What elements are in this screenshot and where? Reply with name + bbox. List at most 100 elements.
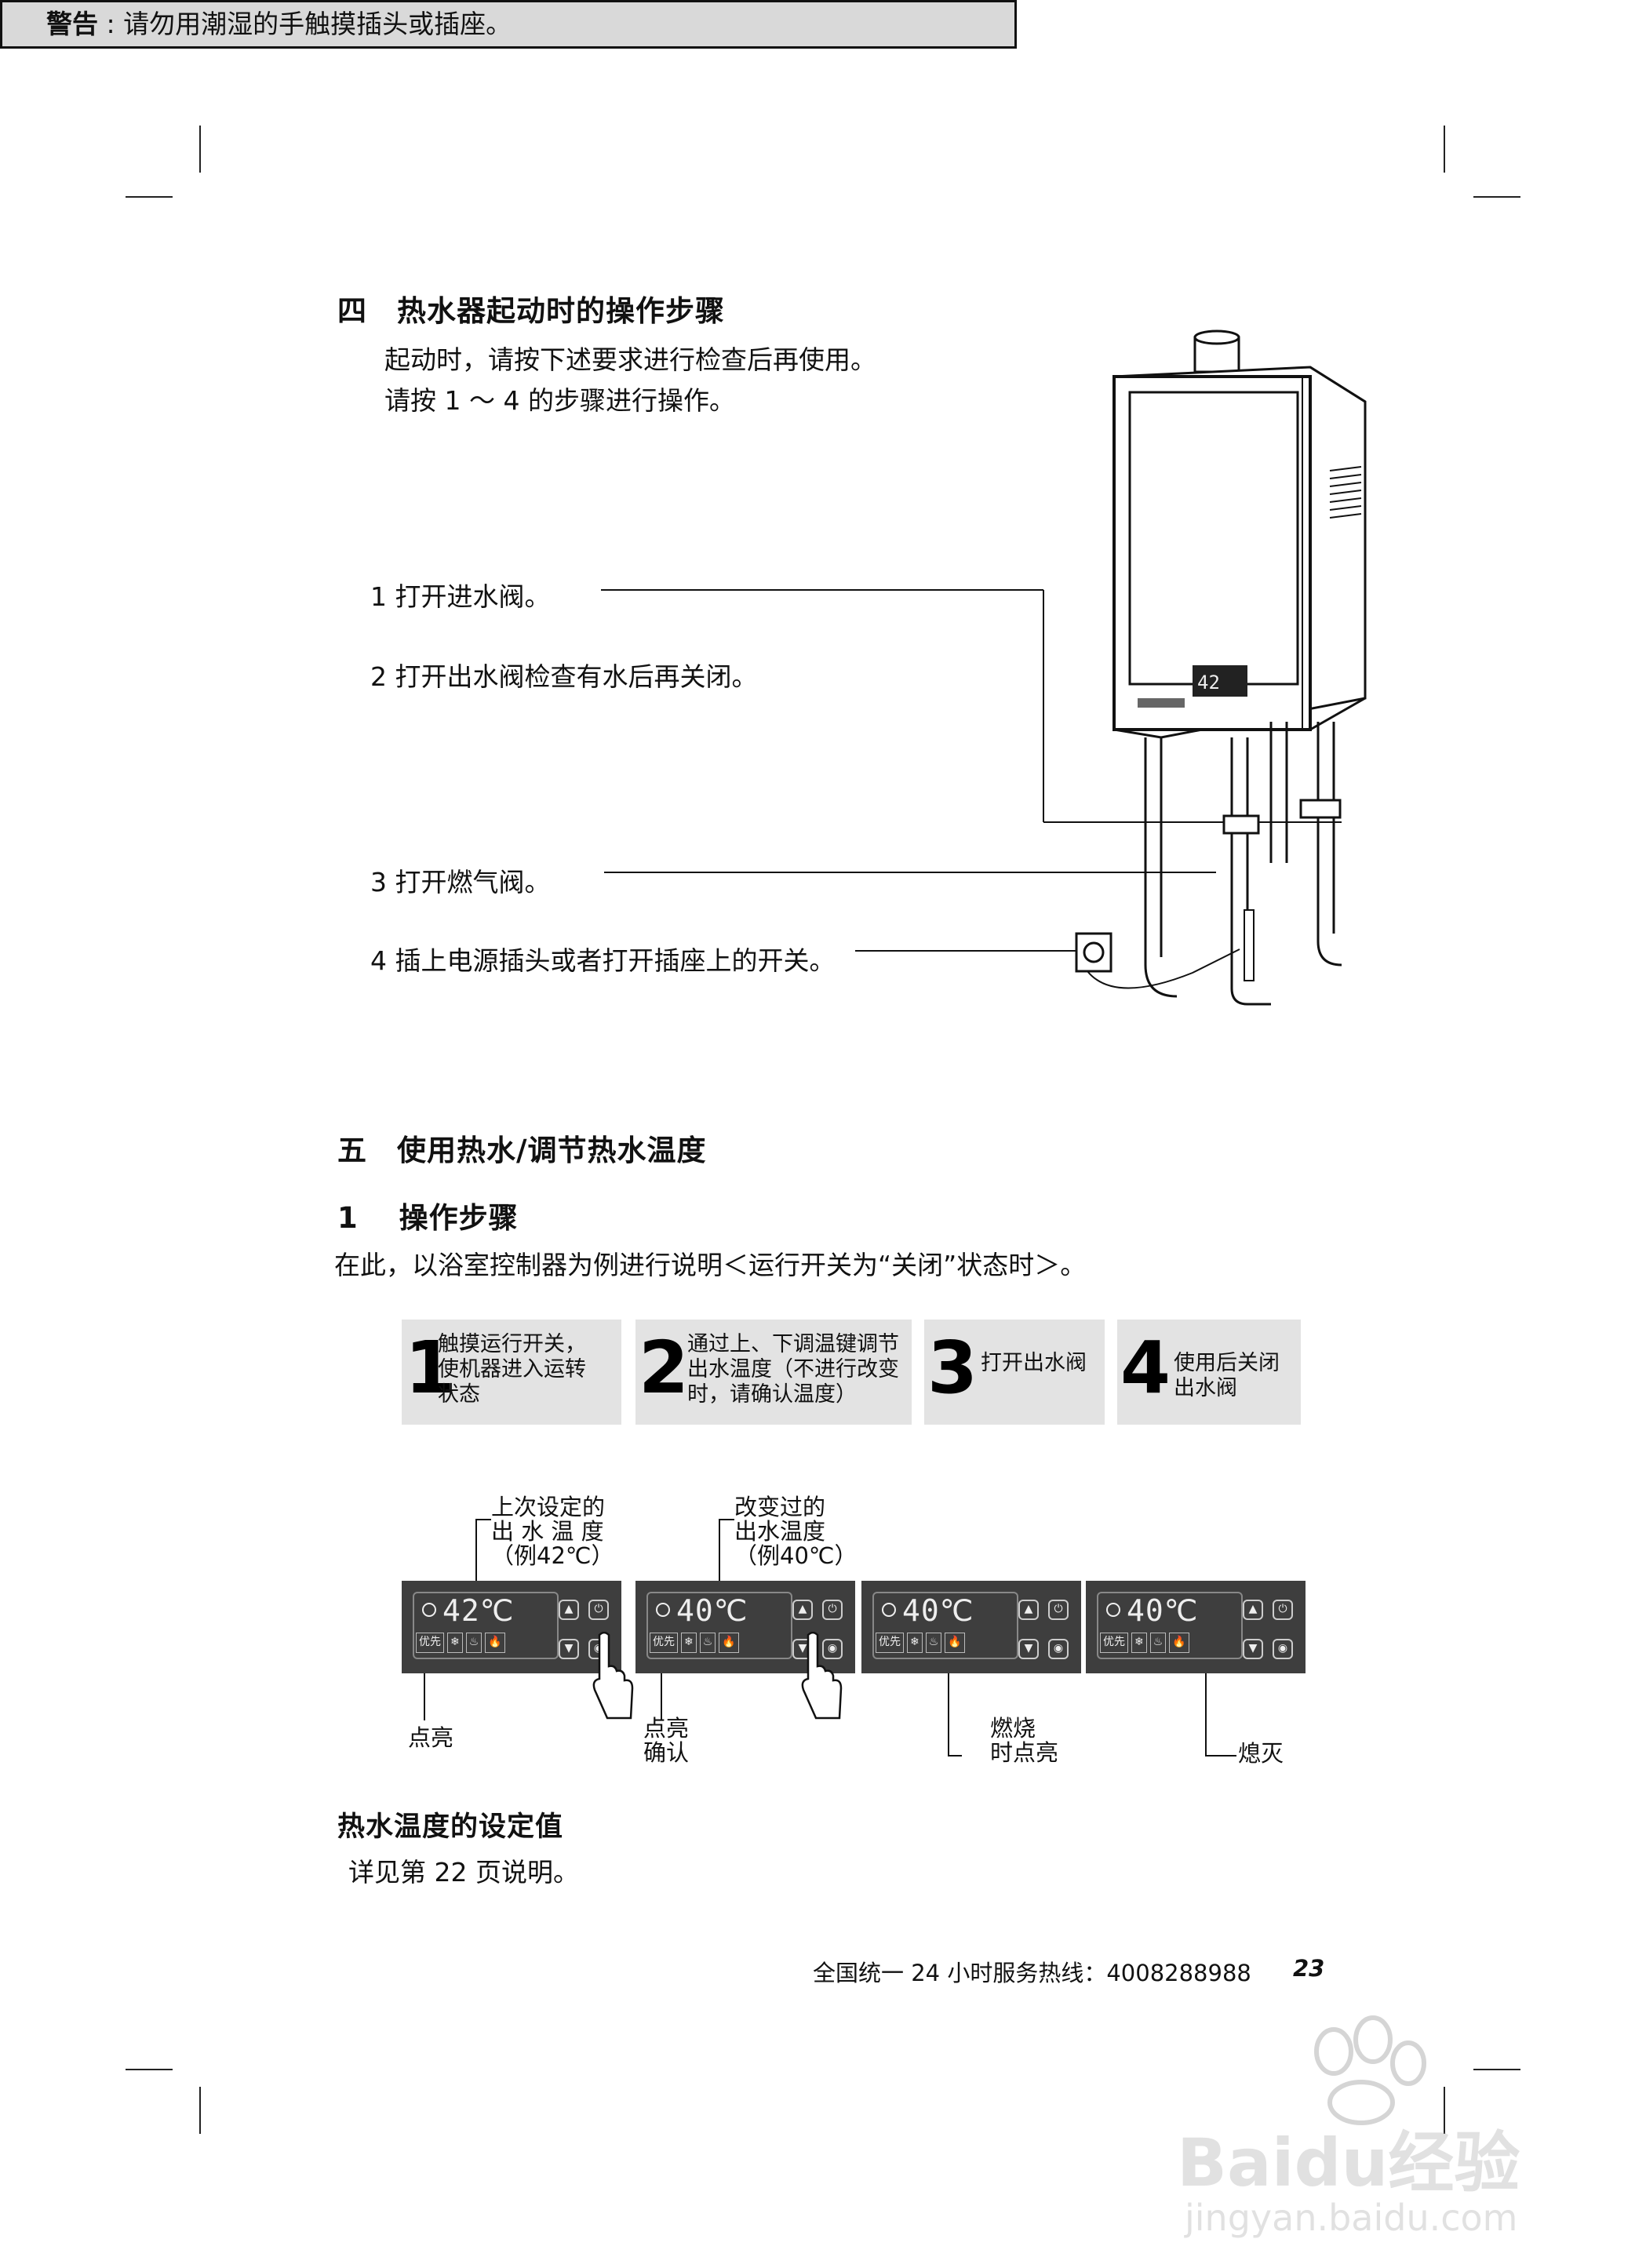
- section4-intro-2: 请按 1 ～ 4 的步骤进行操作。: [384, 385, 735, 416]
- priority-indicator: 优先: [416, 1633, 444, 1653]
- control-panel-1: 42℃ 优先 ❄ ♨ 🔥 ▲ ⏻ ▼ ◉: [402, 1581, 621, 1673]
- priority-button[interactable]: ◉: [822, 1639, 843, 1659]
- svg-text:42: 42: [1197, 672, 1220, 694]
- setting-title: 热水温度的设定值: [337, 1811, 564, 1843]
- page-number: 23: [1293, 1955, 1325, 1982]
- up-button[interactable]: ▲: [1243, 1600, 1263, 1620]
- panel-temperature: 40℃: [676, 1593, 748, 1628]
- heat-icon: ♨: [699, 1633, 716, 1653]
- step-number: 4: [1120, 1326, 1171, 1410]
- paw-logo-icon: [1314, 2015, 1426, 2125]
- leader-line: [948, 1673, 949, 1757]
- snowflake-icon: ❄: [681, 1633, 697, 1653]
- up-button[interactable]: ▲: [559, 1600, 579, 1620]
- flame-icon: 🔥: [945, 1633, 965, 1653]
- crop-mark: [126, 2069, 173, 2070]
- annotation-lit-confirm: 点亮 确认: [643, 1715, 690, 1766]
- down-button[interactable]: ▼: [559, 1639, 579, 1659]
- priority-indicator: 优先: [650, 1633, 678, 1653]
- snowflake-icon: ❄: [1131, 1633, 1147, 1653]
- section5-subtitle: 1 操作步骤: [337, 1201, 519, 1235]
- operation-step-card-1: 1 触摸运行开关， 使机器进入运转 状态: [402, 1320, 621, 1425]
- operation-icon: [656, 1603, 670, 1617]
- leader-line: [424, 1673, 425, 1720]
- step-text: 触摸运行开关， 使机器进入运转 状态: [438, 1332, 586, 1407]
- panel-indicator-row: 优先 ❄ ♨ 🔥: [1100, 1633, 1189, 1653]
- warning-text: : 请勿用潮湿的手触摸插头或插座。: [98, 9, 512, 39]
- heat-icon: ♨: [465, 1633, 483, 1653]
- crop-mark: [199, 2087, 201, 2134]
- panel-temperature: 42℃: [442, 1593, 515, 1628]
- leader-line: [1205, 1755, 1236, 1757]
- power-button[interactable]: ⏻: [1273, 1600, 1293, 1620]
- service-hotline: 全国统一 24 小时服务热线：4008288988: [813, 1960, 1251, 1986]
- panel-screen: [646, 1592, 792, 1659]
- panel-indicator-row: 优先 ❄ ♨ 🔥: [876, 1633, 965, 1653]
- hand-pointer-icon: [592, 1632, 634, 1720]
- section5-intro: 在此，以浴室控制器为例进行说明＜运行开关为“关闭”状态时＞。: [334, 1250, 1087, 1280]
- warning-label: 警告: [46, 9, 98, 39]
- snowflake-icon: ❄: [447, 1633, 463, 1653]
- section4-intro-1: 起动时，请按下述要求进行检查后再使用。: [384, 344, 876, 375]
- priority-button[interactable]: ◉: [1273, 1639, 1293, 1659]
- priority-indicator: 优先: [1100, 1633, 1128, 1653]
- operation-step-card-4: 4 使用后关闭 出水阀: [1117, 1320, 1301, 1425]
- leader-line: [948, 1755, 962, 1757]
- annotation-last-temp: 上次设定的 出 水 温 度 （例42℃）: [491, 1494, 614, 1569]
- startup-step-4: 4 插上电源插头或者打开插座上的开关。: [370, 945, 836, 976]
- control-panel-4: 40℃ 优先 ❄ ♨ 🔥 ▲ ⏻ ▼ ◉: [1086, 1581, 1306, 1673]
- leader-line: [477, 1519, 491, 1520]
- power-button[interactable]: ⏻: [822, 1600, 843, 1620]
- power-button[interactable]: ⏻: [588, 1600, 609, 1620]
- crop-mark: [1473, 2069, 1520, 2070]
- control-panel-2: 40℃ 优先 ❄ ♨ 🔥 ▲ ⏻ ▼ ◉: [635, 1581, 855, 1673]
- section5-title: 五 使用热水/调节热水温度: [337, 1134, 707, 1167]
- control-panel-3: 40℃ 优先 ❄ ♨ 🔥 ▲ ⏻ ▼ ◉: [861, 1581, 1081, 1673]
- warning-box: 警告 : 请勿用潮湿的手触摸插头或插座。: [0, 0, 1017, 49]
- panel-screen: [413, 1592, 559, 1659]
- annotation-off: 熄灭: [1238, 1740, 1284, 1767]
- panel-screen: [1097, 1592, 1243, 1659]
- panel-screen: [872, 1592, 1018, 1659]
- panel-temperature: 40℃: [1127, 1593, 1199, 1628]
- operation-step-card-2: 2 通过上、下调温键调节 出水温度（不进行改变 时，请确认温度）: [635, 1320, 912, 1425]
- operation-icon: [422, 1603, 436, 1617]
- hand-pointer-icon: [801, 1632, 843, 1720]
- power-button[interactable]: ⏻: [1048, 1600, 1069, 1620]
- section4-title: 四 热水器起动时的操作步骤: [337, 294, 725, 328]
- step-number: 3: [927, 1326, 978, 1410]
- operation-step-card-3: 3 打开出水阀: [924, 1320, 1105, 1425]
- step-number: 2: [639, 1326, 690, 1410]
- up-button[interactable]: ▲: [1018, 1600, 1039, 1620]
- down-button[interactable]: ▼: [1018, 1639, 1039, 1659]
- flame-icon: 🔥: [485, 1633, 505, 1653]
- setting-text: 详见第 22 页说明。: [348, 1857, 579, 1888]
- step-text: 打开出水阀: [981, 1351, 1087, 1375]
- leader-line: [1205, 1673, 1207, 1757]
- startup-step-2: 2 打开出水阀检查有水后再关闭。: [370, 661, 758, 692]
- annotation-burning: 燃烧 时点亮: [990, 1715, 1059, 1766]
- panel-indicator-row: 优先 ❄ ♨ 🔥: [650, 1633, 739, 1653]
- snowflake-icon: ❄: [907, 1633, 923, 1653]
- baidu-jingyan-watermark: Baidu经验 jingyan.baidu.com: [1169, 2008, 1546, 2259]
- panel-indicator-row: 优先 ❄ ♨ 🔥: [416, 1633, 505, 1653]
- priority-button[interactable]: ◉: [1048, 1639, 1069, 1659]
- step-number: 1: [405, 1326, 456, 1410]
- down-button[interactable]: ▼: [1243, 1639, 1263, 1659]
- crop-mark: [1444, 126, 1445, 173]
- operation-icon: [882, 1603, 896, 1617]
- heat-icon: ♨: [925, 1633, 942, 1653]
- flame-icon: 🔥: [1169, 1633, 1189, 1653]
- leader-line: [661, 1673, 662, 1720]
- annotation-lit: 点亮: [408, 1724, 454, 1751]
- crop-mark: [126, 196, 173, 198]
- step-text: 通过上、下调温键调节 出水温度（不进行改变 时，请确认温度）: [687, 1332, 899, 1407]
- operation-icon: [1106, 1603, 1120, 1617]
- crop-mark: [199, 126, 201, 173]
- up-button[interactable]: ▲: [792, 1600, 813, 1620]
- startup-step-3: 3 打开燃气阀。: [370, 867, 551, 897]
- step-text: 使用后关闭 出水阀: [1174, 1351, 1280, 1400]
- annotation-changed-temp: 改变过的 出水温度 （例40℃）: [734, 1494, 858, 1569]
- crop-mark: [1473, 196, 1520, 198]
- leader-line: [720, 1519, 734, 1520]
